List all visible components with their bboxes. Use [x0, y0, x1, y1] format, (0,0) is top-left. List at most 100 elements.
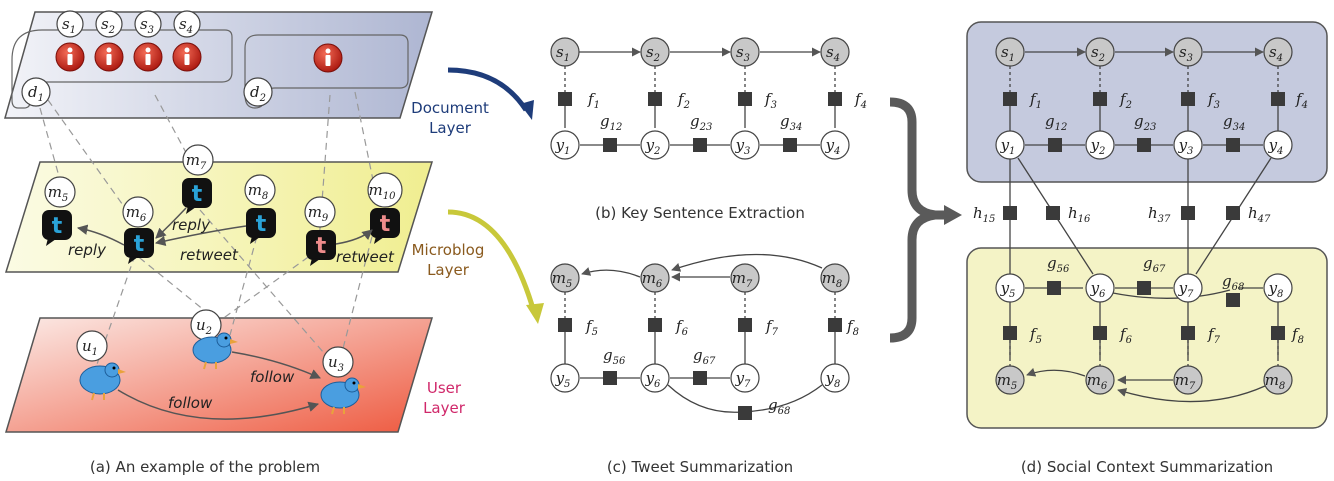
factor-h37: h37 — [1148, 204, 1195, 225]
factor-h15: h15 — [973, 204, 1017, 225]
svg-text:f3: f3 — [764, 90, 777, 111]
svg-text:s1: s1 — [1001, 43, 1015, 64]
svg-text:g34: g34 — [1223, 112, 1245, 133]
factor-g67: g67 — [693, 346, 716, 385]
panel-c: m5 m6 m7 m8 f5 f6 f7 f8 y5 y6 y7 y8 g56 … — [550, 253, 859, 476]
svg-text:s1: s1 — [62, 15, 76, 36]
s1-node: s1 — [56, 10, 84, 38]
svg-text:m8: m8 — [1265, 371, 1286, 392]
document-flow-arrow — [447, 67, 529, 112]
u2-node: u2 — [190, 309, 222, 341]
user-layer-label: User Layer — [423, 379, 466, 417]
factor-g68: g68 — [738, 396, 790, 420]
svg-text:s4: s4 — [179, 15, 193, 36]
y4-node: y4 — [820, 130, 850, 160]
svg-text:f1: f1 — [1029, 90, 1042, 111]
y2-node: y2 — [640, 130, 670, 160]
svg-text:s3: s3 — [736, 43, 750, 64]
svg-text:m8: m8 — [822, 269, 843, 290]
twitter-bird-icon — [192, 332, 238, 370]
retweet-label: retweet — [180, 246, 239, 264]
u1-node: u1 — [76, 330, 108, 362]
svg-text:g56: g56 — [603, 346, 626, 367]
y5-node: y5 — [550, 363, 580, 393]
svg-text:g23: g23 — [1134, 112, 1156, 133]
y7-node: y7 — [1173, 273, 1203, 303]
svg-text:s1: s1 — [556, 43, 570, 64]
svg-text:s4: s4 — [1269, 43, 1283, 64]
factor-f5: f5 — [558, 317, 598, 338]
twitter-bubble-icon: t — [370, 208, 400, 244]
factor-f1: f1 — [1003, 90, 1042, 111]
svg-text:s3: s3 — [1179, 43, 1193, 64]
merge-brace — [889, 97, 962, 343]
svg-text:f7: f7 — [765, 317, 779, 338]
svg-text:y6: y6 — [645, 369, 661, 390]
svg-text:y1: y1 — [555, 136, 571, 157]
y3-node: y3 — [1173, 130, 1203, 160]
retweet-arrow-m8-m6 — [154, 225, 247, 247]
svg-text:s3: s3 — [140, 15, 154, 36]
document-layer-label: Document Layer — [411, 99, 489, 137]
reply-label: reply — [68, 241, 107, 259]
svg-text:u3: u3 — [328, 353, 344, 374]
svg-text:f7: f7 — [1207, 325, 1221, 346]
twitter-bubble-icon: t — [306, 230, 336, 266]
caption-b: (b) Key Sentence Extraction — [595, 204, 805, 222]
retweet-arrow-m9-m10 — [335, 229, 373, 245]
svg-text:g67: g67 — [693, 346, 716, 367]
m8-node: m8 — [244, 174, 276, 206]
factor-f8: f8 — [1271, 325, 1304, 346]
svg-text:f1: f1 — [587, 90, 600, 111]
follow-arrow-u2-u3 — [231, 351, 321, 379]
svg-text:d2: d2 — [250, 83, 266, 104]
s1-node: s1 — [550, 37, 580, 67]
y1-node: y1 — [550, 130, 580, 160]
svg-text:h47: h47 — [1248, 204, 1271, 225]
microblog-layer-label: Microblog Layer — [412, 241, 485, 279]
factor-g23: g23 — [690, 112, 712, 152]
svg-text:m7: m7 — [186, 151, 207, 172]
svg-text:m6: m6 — [1087, 371, 1108, 392]
factor-f7: f7 — [738, 317, 779, 338]
m5-node: m5 — [44, 176, 76, 208]
svg-text:Microblog: Microblog — [412, 241, 485, 259]
factor-g68: g68 — [1222, 272, 1244, 307]
svg-text:f6: f6 — [1119, 325, 1133, 346]
panel-b: s1 s2 s3 s4 f1 f2 f3 f4 y1 y2 y3 y4 g12 … — [550, 37, 867, 222]
svg-text:m9: m9 — [308, 203, 329, 224]
svg-text:m10: m10 — [369, 181, 397, 202]
svg-text:f8: f8 — [1291, 325, 1304, 346]
y3-node: y3 — [730, 130, 760, 160]
svg-text:t: t — [316, 234, 327, 259]
svg-text:m7: m7 — [1175, 371, 1196, 392]
m8-node: m8 — [820, 263, 850, 293]
s2-node: s2 — [640, 37, 670, 67]
m9-node: m9 — [304, 196, 336, 228]
svg-text:g34: g34 — [780, 112, 802, 133]
factor-g56: g56 — [603, 346, 626, 385]
reply-label: reply — [172, 216, 211, 234]
m6-node: m6 — [640, 263, 670, 293]
factor-g34: g34 — [780, 112, 802, 152]
s4-node: s4 — [173, 10, 201, 38]
svg-text:Layer: Layer — [423, 399, 466, 417]
svg-text:y7: y7 — [1178, 279, 1194, 300]
svg-text:y8: y8 — [825, 369, 841, 390]
svg-text:y2: y2 — [645, 136, 661, 157]
svg-text:g67: g67 — [1143, 254, 1166, 275]
svg-text:h16: h16 — [1068, 204, 1091, 225]
svg-text:g12: g12 — [600, 112, 622, 133]
svg-text:s2: s2 — [646, 43, 660, 64]
svg-text:u1: u1 — [82, 337, 98, 358]
panel-d: s1 s2 s3 s4 f1 f2 f3 f4 y1 y2 y3 y4 g12 … — [966, 21, 1328, 476]
factor-f7: f7 — [1181, 325, 1221, 346]
d1-node: d1 — [21, 77, 51, 107]
y8-node: y8 — [1263, 273, 1293, 303]
svg-text:s2: s2 — [1091, 43, 1105, 64]
svg-text:y7: y7 — [735, 369, 751, 390]
svg-text:y4: y4 — [1268, 136, 1284, 157]
m10-node: m10 — [367, 172, 403, 208]
follow-label: follow — [168, 394, 213, 412]
svg-text:Document: Document — [411, 99, 489, 117]
